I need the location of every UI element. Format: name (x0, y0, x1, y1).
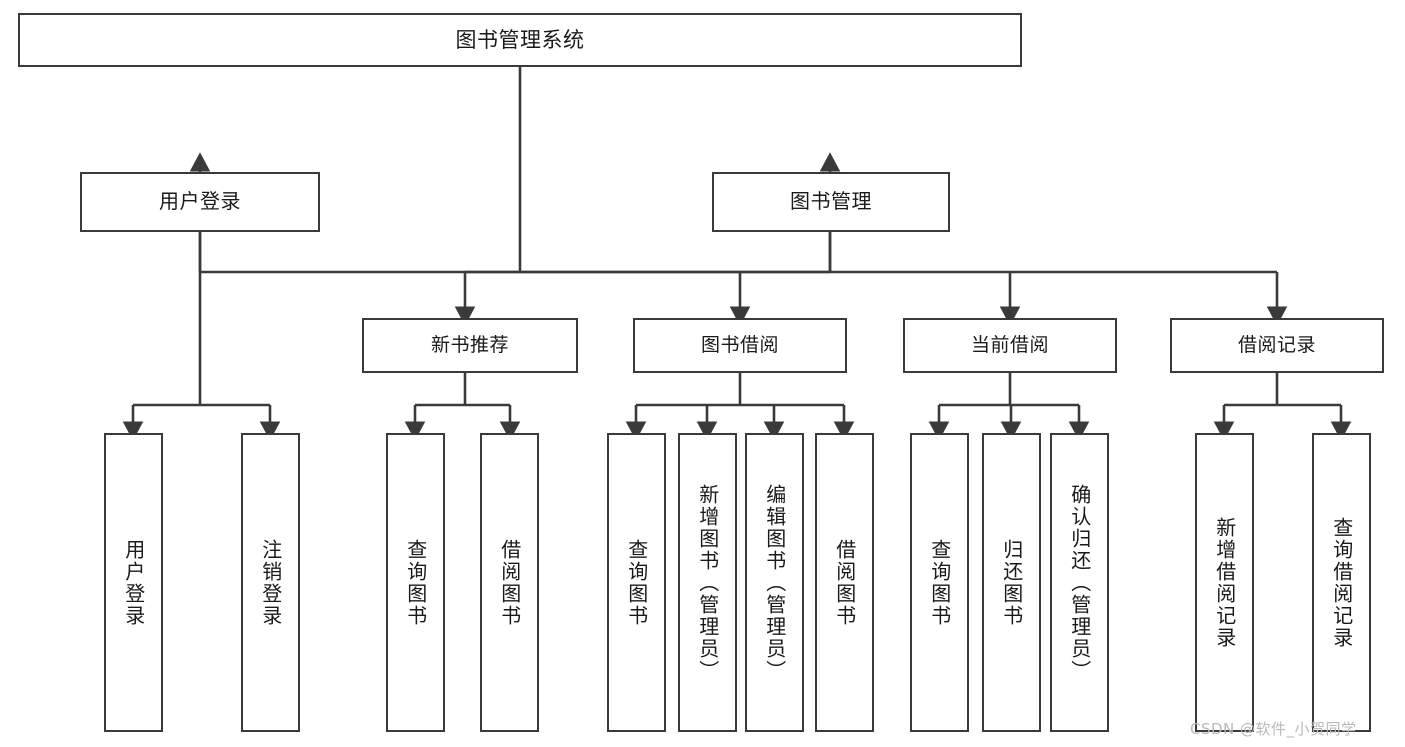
leaf-user-login[interactable]: 用户登录 (104, 433, 163, 732)
node-borrow-records[interactable]: 借阅记录 (1170, 318, 1384, 373)
node-label: 用户登录 (159, 189, 241, 214)
leaf-query-borrow-record[interactable]: 查询借阅记录 (1312, 433, 1371, 732)
node-root-system[interactable]: 图书管理系统 (18, 13, 1022, 67)
leaf-logout[interactable]: 注销登录 (241, 433, 300, 732)
node-label: 查询借阅记录 (1329, 516, 1354, 649)
node-label: 借阅图书 (832, 538, 857, 627)
leaf-borrow-book-recommend[interactable]: 借阅图书 (480, 433, 539, 732)
node-book-borrow[interactable]: 图书借阅 (633, 318, 847, 373)
node-label: 查询图书 (927, 538, 952, 627)
node-label: 注销登录 (258, 538, 283, 627)
node-label: 图书管理 (790, 189, 872, 214)
leaf-confirm-return-admin[interactable]: 确认归还（管理员） (1050, 433, 1109, 732)
node-label: 借阅记录 (1237, 334, 1316, 357)
node-label: 编辑图书（管理员） (762, 483, 787, 682)
node-label: 借阅图书 (497, 538, 522, 627)
node-label: 图书借阅 (700, 334, 779, 357)
node-label: 确认归还（管理员） (1067, 483, 1092, 682)
node-new-book-recommend[interactable]: 新书推荐 (362, 318, 578, 373)
node-label: 当前借阅 (970, 334, 1049, 357)
node-label: 新书推荐 (430, 334, 509, 357)
node-label: 图书管理系统 (455, 27, 585, 52)
node-label: 用户登录 (121, 538, 146, 627)
node-label: 查询图书 (403, 538, 428, 627)
leaf-query-book-recommend[interactable]: 查询图书 (386, 433, 445, 732)
node-label: 新增图书（管理员） (695, 483, 720, 682)
node-label: 归还图书 (999, 538, 1024, 627)
node-label: 新增借阅记录 (1212, 516, 1237, 649)
csdn-watermark: CSDN @软件_小贺同学 (1190, 720, 1357, 738)
node-book-management[interactable]: 图书管理 (712, 172, 950, 232)
leaf-query-book-current[interactable]: 查询图书 (910, 433, 969, 732)
leaf-add-borrow-record[interactable]: 新增借阅记录 (1195, 433, 1254, 732)
leaf-return-book[interactable]: 归还图书 (982, 433, 1041, 732)
node-label: 查询图书 (624, 538, 649, 627)
leaf-query-book-borrow[interactable]: 查询图书 (607, 433, 666, 732)
node-current-borrow[interactable]: 当前借阅 (903, 318, 1117, 373)
leaf-edit-book-admin[interactable]: 编辑图书（管理员） (745, 433, 804, 732)
node-user-login[interactable]: 用户登录 (80, 172, 320, 232)
leaf-add-book-admin[interactable]: 新增图书（管理员） (678, 433, 737, 732)
leaf-borrow-book[interactable]: 借阅图书 (815, 433, 874, 732)
